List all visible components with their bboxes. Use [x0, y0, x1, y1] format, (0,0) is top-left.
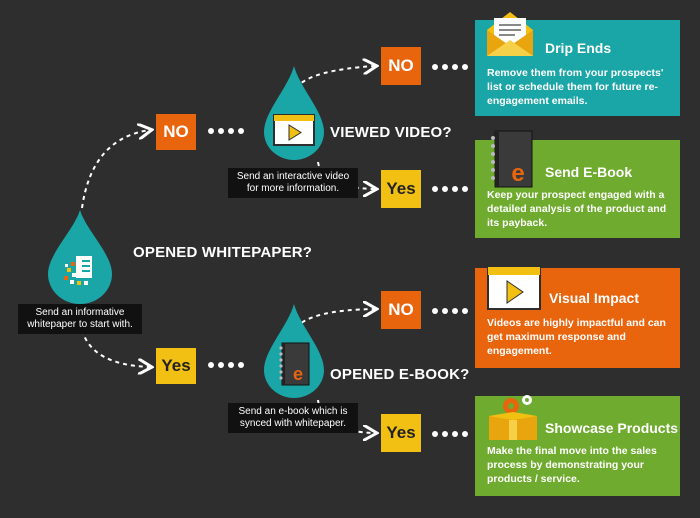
ebook-yes-tag: Yes — [381, 414, 421, 452]
start-note: Send an informative whitepaper to start … — [18, 304, 142, 334]
ebook-no-tag: NO — [381, 291, 421, 329]
video-drop — [262, 64, 326, 162]
send-ebook-description: Keep your prospect engaged with a detail… — [487, 189, 667, 229]
svg-text:e: e — [511, 160, 524, 187]
visual-impact-description: Videos are highly impactful and can get … — [487, 317, 666, 357]
connector-start-to-no — [81, 130, 150, 209]
showcase-title: Showcase Products — [545, 420, 679, 436]
start-question: OPENED WHITEPAPER? — [133, 244, 313, 261]
whitepaper-pixel-icon — [64, 256, 92, 285]
video-no-tag: NO — [381, 47, 421, 85]
ebook-no-dots — [432, 308, 468, 316]
ebook-drop: e — [262, 302, 326, 400]
whitepaper-no-tag: NO — [156, 114, 196, 150]
ebook-icon: e — [491, 130, 533, 188]
ebook-question: OPENED E-BOOK? — [330, 366, 470, 383]
visual-impact-title: Visual Impact — [549, 290, 640, 306]
envelope-icon — [487, 12, 533, 56]
whitepaper-drop — [46, 208, 114, 304]
showcase-description: Make the final move into the sales proce… — [487, 445, 657, 485]
video-player-icon — [273, 114, 315, 146]
drip-ends-title: Drip Ends — [545, 40, 612, 56]
svg-text:e: e — [293, 364, 303, 384]
connector-start-to-yes — [81, 329, 150, 367]
send-ebook-title: Send E-Book — [545, 164, 633, 180]
card-visual-impact: Visual Impact Videos are highly impactfu… — [475, 266, 680, 368]
whitepaper-yes-dots — [208, 362, 244, 370]
box-gear-icon — [489, 395, 537, 440]
ebook-yes-dots — [432, 431, 468, 439]
video-no-dots — [432, 64, 468, 72]
whitepaper-no-dots — [208, 128, 244, 136]
video-yes-dots — [432, 186, 468, 194]
card-send-ebook: e Send E-Book Keep your prospect engaged… — [475, 130, 680, 238]
whitepaper-yes-tag: Yes — [156, 348, 196, 384]
ebook-icon: e — [279, 342, 310, 386]
video-yes-tag: Yes — [381, 170, 421, 208]
video-note: Send an interactive video for more infor… — [228, 168, 358, 198]
card-drip-ends: Drip Ends Remove them from your prospect… — [475, 12, 680, 116]
card-showcase-products: Showcase Products Make the final move in… — [475, 395, 680, 496]
video-player-icon — [487, 266, 541, 310]
drip-ends-description: Remove them from your prospects' list or… — [487, 67, 664, 107]
ebook-note: Send an e-book which is synced with whit… — [228, 403, 358, 433]
video-question: VIEWED VIDEO? — [330, 124, 452, 141]
